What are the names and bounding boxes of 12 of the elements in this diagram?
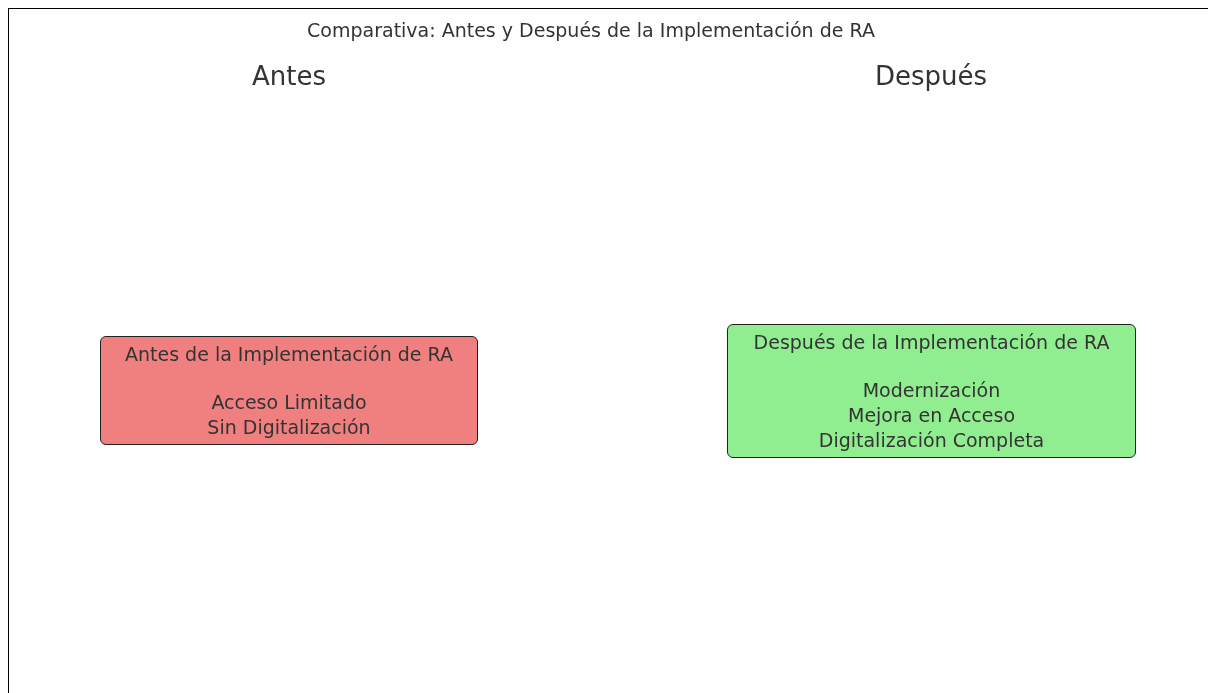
box-heading: Después de la Implementación de RA (753, 329, 1110, 355)
box-text: Mejora en Acceso (848, 402, 1015, 428)
box-heading: Antes de la Implementación de RA (125, 341, 453, 367)
box-text: Sin Digitalización (207, 414, 371, 440)
box-text: Modernización (862, 377, 1001, 403)
column-heading: Antes (252, 61, 326, 91)
diagram-title: Comparativa: Antes y Después de la Implementación de RA (307, 19, 875, 41)
box-text: Digitalización Completa (818, 427, 1045, 453)
comparison-box (100, 336, 478, 445)
column-heading: Después (874, 61, 988, 91)
comparison-box (727, 324, 1136, 458)
box-text: Acceso Limitado (211, 389, 367, 415)
